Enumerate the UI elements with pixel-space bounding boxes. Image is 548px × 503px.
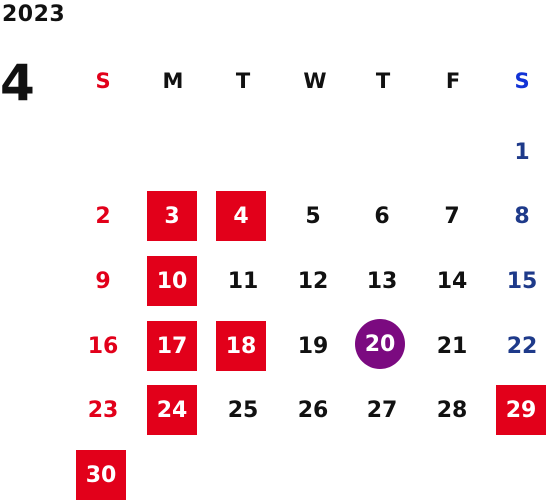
day-3[interactable]: 3 bbox=[147, 191, 197, 241]
day-13[interactable]: 13 bbox=[366, 268, 398, 294]
day-11[interactable]: 11 bbox=[227, 268, 259, 294]
day-15[interactable]: 15 bbox=[506, 268, 538, 294]
day-25[interactable]: 25 bbox=[227, 397, 259, 423]
day-2[interactable]: 2 bbox=[95, 203, 111, 229]
day-18[interactable]: 18 bbox=[216, 321, 266, 371]
day-5[interactable]: 5 bbox=[305, 203, 321, 229]
day-26[interactable]: 26 bbox=[297, 397, 329, 423]
day-19[interactable]: 19 bbox=[297, 333, 329, 359]
day-29[interactable]: 29 bbox=[496, 385, 546, 435]
weekday-wed: W bbox=[303, 69, 327, 93]
month-number: 4 bbox=[0, 54, 35, 112]
day-21[interactable]: 21 bbox=[436, 333, 468, 359]
weekday-thu: T bbox=[375, 69, 391, 93]
day-10[interactable]: 10 bbox=[147, 256, 197, 306]
day-6[interactable]: 6 bbox=[374, 203, 390, 229]
day-4[interactable]: 4 bbox=[216, 191, 266, 241]
day-28[interactable]: 28 bbox=[436, 397, 468, 423]
day-16[interactable]: 16 bbox=[87, 333, 119, 359]
weekday-sat: S bbox=[514, 69, 530, 93]
day-12[interactable]: 12 bbox=[297, 268, 329, 294]
year-label: 2023 bbox=[2, 2, 66, 27]
day-8[interactable]: 8 bbox=[514, 203, 530, 229]
day-1[interactable]: 1 bbox=[514, 139, 530, 165]
weekday-sun: S bbox=[95, 69, 111, 93]
day-24[interactable]: 24 bbox=[147, 385, 197, 435]
day-20-today[interactable]: 20 bbox=[355, 319, 405, 369]
weekday-fri: F bbox=[445, 69, 461, 93]
day-30[interactable]: 30 bbox=[76, 450, 126, 500]
day-22[interactable]: 22 bbox=[506, 333, 538, 359]
day-9[interactable]: 9 bbox=[95, 268, 111, 294]
day-14[interactable]: 14 bbox=[436, 268, 468, 294]
day-17[interactable]: 17 bbox=[147, 321, 197, 371]
day-27[interactable]: 27 bbox=[366, 397, 398, 423]
day-7[interactable]: 7 bbox=[444, 203, 460, 229]
weekday-mon: M bbox=[162, 69, 184, 93]
weekday-tue: T bbox=[235, 69, 251, 93]
day-23[interactable]: 23 bbox=[87, 397, 119, 423]
